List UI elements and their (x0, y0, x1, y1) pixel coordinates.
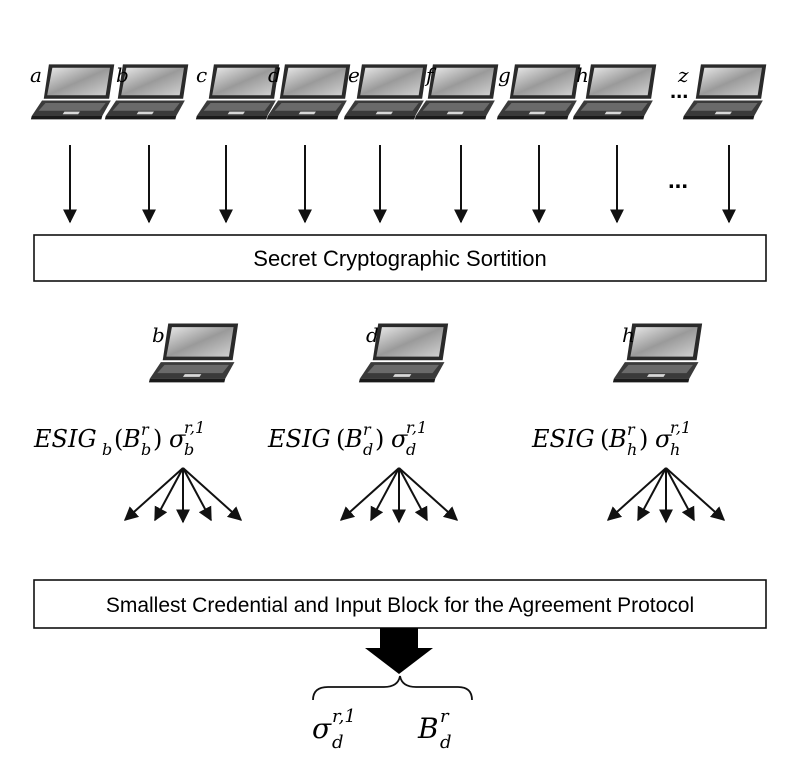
selected-node-label: d (366, 323, 379, 347)
big-down-arrow (365, 628, 433, 674)
sortition-label: Secret Cryptographic Sortition (253, 246, 546, 271)
broadcast-arrow (182, 467, 243, 521)
sortition-box (33, 234, 767, 282)
node-label: a (30, 63, 42, 87)
node-ellipsis: ... (670, 78, 688, 103)
svg-text:r: r (440, 706, 450, 727)
svg-text:ESIG: ESIG (33, 425, 97, 453)
svg-text:B: B (417, 712, 439, 745)
node-label: h (576, 63, 589, 87)
broadcast-arrow (370, 467, 400, 522)
arrow-ellipsis: ... (668, 167, 688, 194)
top-arrow-row (63, 145, 736, 224)
svg-text:σ: σ (169, 425, 186, 453)
result-block: B r d (417, 706, 452, 753)
laptop-icon (30, 64, 115, 120)
node-label: c (196, 63, 207, 87)
laptop-icon (195, 64, 280, 120)
svg-text:r,1: r,1 (670, 418, 691, 437)
svg-text:r: r (141, 420, 150, 439)
svg-text:σ: σ (391, 425, 408, 453)
svg-text:d: d (332, 732, 344, 753)
svg-text:h: h (670, 440, 680, 459)
broadcast-arrow (154, 467, 184, 522)
broadcast-arrow (123, 467, 184, 521)
svg-text:r,1: r,1 (406, 418, 427, 437)
result-sigma: σ r,1 d (312, 706, 356, 753)
svg-text:b: b (141, 440, 151, 459)
svg-text:(: ( (600, 425, 609, 453)
broadcast-arrow (637, 467, 667, 522)
broadcast-arrow (398, 467, 428, 522)
result-brace (312, 675, 473, 701)
selected-node-label: h (622, 323, 635, 347)
broadcast-arrow (339, 467, 400, 521)
svg-text:): ) (153, 425, 162, 453)
node-label: g (498, 63, 511, 87)
svg-text:b: b (102, 440, 112, 459)
svg-text:h: h (627, 440, 637, 459)
svg-text:ESIG: ESIG (267, 425, 331, 453)
svg-text:B: B (122, 425, 141, 453)
svg-text:σ: σ (655, 425, 672, 453)
svg-text:r: r (363, 420, 372, 439)
svg-text:ESIG: ESIG (531, 425, 595, 453)
broadcast-arrow (606, 467, 667, 521)
svg-text:(: ( (114, 425, 123, 453)
svg-text:d: d (363, 440, 373, 459)
node-label: e (348, 63, 360, 87)
svg-text:b: b (184, 440, 194, 459)
svg-text:σ: σ (312, 712, 332, 745)
svg-text:r: r (627, 420, 636, 439)
svg-text:r,1: r,1 (332, 706, 356, 727)
svg-text:d: d (440, 732, 452, 753)
laptop-icon (682, 64, 767, 120)
svg-text:B: B (344, 425, 363, 453)
node-label: z (677, 63, 689, 87)
svg-text:r,1: r,1 (184, 418, 205, 437)
broadcast-arrow (182, 467, 212, 522)
node-label: d (268, 63, 281, 87)
selected-node-label: b (152, 323, 165, 347)
agreement-label: Smallest Credential and Input Block for … (106, 594, 694, 617)
svg-text:): ) (639, 425, 648, 453)
svg-text:): ) (375, 425, 384, 453)
node-label: b (116, 63, 129, 87)
svg-text:B: B (608, 425, 627, 453)
broadcast-arrow (665, 467, 695, 522)
svg-text:d: d (406, 440, 416, 459)
svg-text:(: ( (336, 425, 345, 453)
broadcast-arrow (665, 467, 726, 521)
broadcast-arrow (398, 467, 459, 521)
